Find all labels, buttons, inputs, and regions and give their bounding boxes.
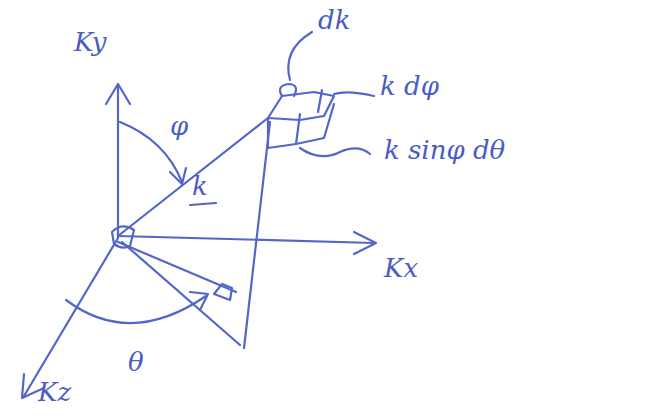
arc-length-label: k dφ [380,72,439,101]
angle-label: φ [170,112,188,141]
element-label: dk [318,6,350,35]
axis-label: Ky [74,28,106,57]
axis-label: Kx [384,254,418,283]
arc-length-label: k sinφ dθ [384,136,505,165]
axis-label: Kz [38,378,71,407]
angle-label: θ [128,348,144,377]
radius-label: k [192,172,208,201]
